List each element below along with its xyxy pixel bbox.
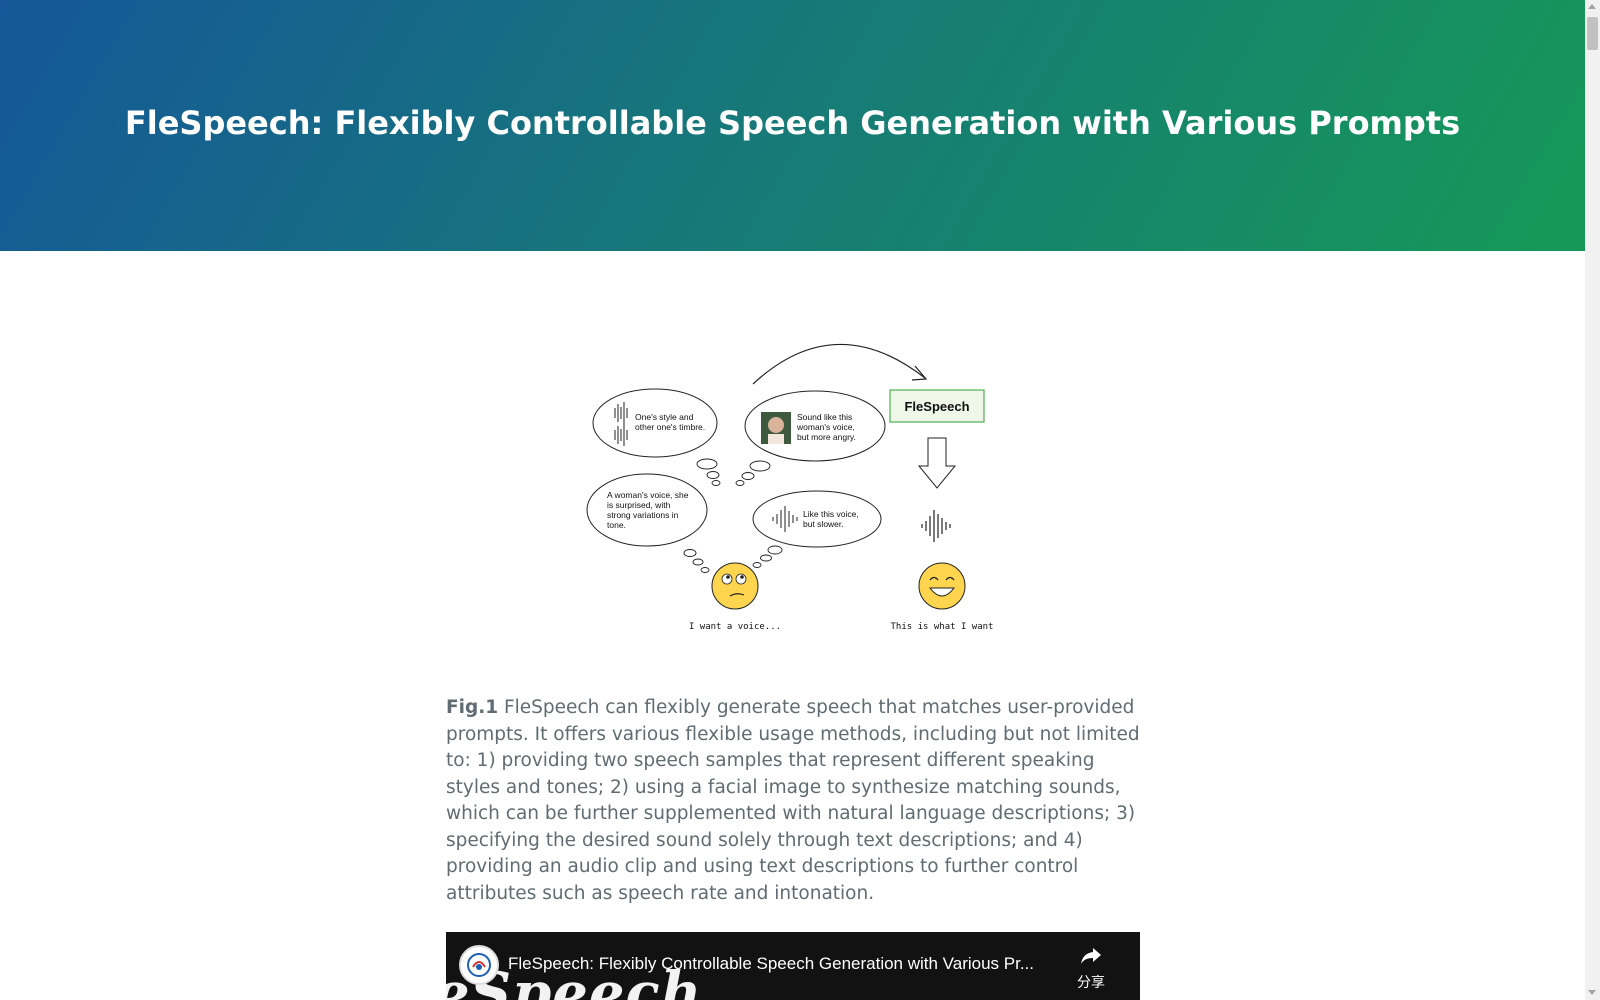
page-title: FleSpeech: Flexibly Controllable Speech … (124, 104, 1461, 142)
overview-figure: One's style and other one's timbre. Soun… (585, 328, 1005, 638)
thought-bubble-4: Like this voice, but slower. (752, 490, 882, 548)
bubble-1-text: One's style and other one's timbre. (635, 412, 705, 432)
left-caption: I want a voice... (689, 622, 781, 632)
share-button[interactable]: 分享 (1066, 946, 1116, 992)
video-player[interactable]: eSpeech FleSpeech: Flexibly Controllable… (446, 932, 1140, 1000)
figure-caption-text: FleSpeech can flexibly generate speech t… (446, 697, 1140, 904)
thought-bubble-3: A woman's voice, she is surprised, with … (586, 473, 708, 547)
thought-bubble-2: Sound like this woman's voice, but more … (744, 390, 886, 462)
thinking-face-icon (711, 562, 759, 610)
scrollbar-thumb[interactable] (1587, 17, 1598, 50)
vertical-scrollbar[interactable] (1585, 0, 1600, 1000)
thought-bubble-1: One's style and other one's timbre. (592, 388, 718, 458)
share-icon (1081, 948, 1101, 964)
flespeech-box-label: FleSpeech (904, 399, 969, 414)
right-caption: This is what I want (891, 622, 994, 632)
page-header: FleSpeech: Flexibly Controllable Speech … (0, 0, 1585, 251)
share-label: 分享 (1077, 975, 1105, 991)
down-arrow (917, 437, 957, 489)
bubble-2-text: Sound like this woman's voice, but more … (796, 412, 857, 442)
curved-arrow (752, 343, 926, 385)
bubble-4-text: Like this voice, but slower. (803, 509, 861, 529)
output-waveform-icon (921, 510, 951, 542)
video-title[interactable]: FleSpeech: Flexibly Controllable Speech … (508, 954, 1035, 973)
figure-caption: Fig.1 FleSpeech can flexibly generate sp… (446, 695, 1141, 907)
channel-logo-icon (467, 953, 491, 977)
channel-avatar[interactable] (459, 945, 499, 985)
figure-label: Fig.1 (446, 697, 499, 718)
happy-face-icon (918, 562, 966, 610)
flespeech-box (889, 389, 985, 423)
scroll-up-icon[interactable] (1588, 4, 1596, 9)
scroll-down-icon[interactable] (1588, 990, 1596, 995)
bubble-3-text: A woman's voice, she is surprised, with … (607, 490, 691, 530)
